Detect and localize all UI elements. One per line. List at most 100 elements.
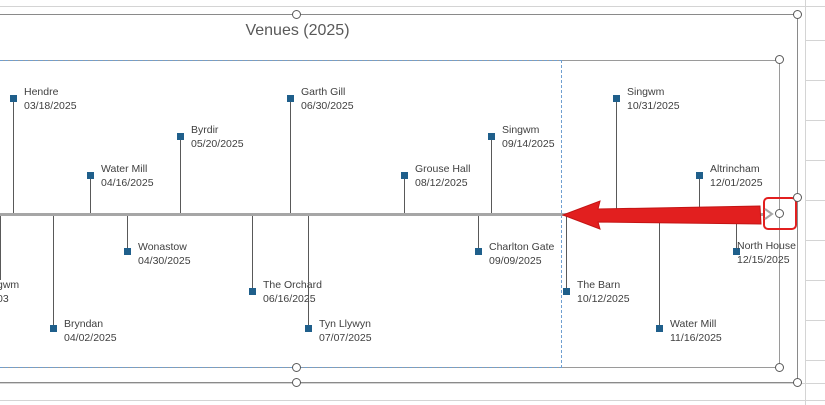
event-name: Charlton Gate xyxy=(489,241,555,253)
event-marker[interactable] xyxy=(305,325,312,332)
event-name: Garth Gill xyxy=(301,86,346,98)
arrow-left-icon xyxy=(561,200,762,230)
event-date: 09/09/2025 xyxy=(489,255,542,267)
event-marker[interactable] xyxy=(401,172,408,179)
event-stem xyxy=(308,216,309,329)
event-name: North House xyxy=(737,240,796,252)
event-stem xyxy=(736,216,737,252)
event-marker[interactable] xyxy=(287,95,294,102)
event-stem xyxy=(566,216,567,292)
event-stem xyxy=(404,176,405,213)
event-date: 06/16/2025 xyxy=(263,293,316,305)
event-date: 11/16/2025 xyxy=(670,332,722,344)
event-name: Bryndan xyxy=(64,318,104,330)
event-name: gwm xyxy=(0,279,20,291)
event-label[interactable]: Hendre 03/18/2025 xyxy=(24,85,77,113)
event-marker[interactable] xyxy=(124,248,131,255)
event-marker[interactable] xyxy=(613,95,620,102)
event-stem xyxy=(53,216,54,329)
event-label[interactable]: Altrincham 12/01/2025 xyxy=(710,162,763,190)
event-marker[interactable] xyxy=(87,172,94,179)
event-name: Byrdir xyxy=(191,124,219,136)
event-marker[interactable] xyxy=(563,288,570,295)
event-name: Wonastow xyxy=(138,241,187,253)
event-date: 10/31/2025 xyxy=(627,100,680,112)
event-marker[interactable] xyxy=(177,133,184,140)
plot-resize-handle[interactable] xyxy=(775,55,784,64)
event-stem xyxy=(699,176,700,213)
event-marker[interactable] xyxy=(475,248,482,255)
event-label[interactable]: Garth Gill 06/30/2025 xyxy=(301,85,354,113)
event-name: Grouse Hall xyxy=(415,163,471,175)
event-name: Hendre xyxy=(24,86,59,98)
event-date: 03 xyxy=(0,293,9,305)
event-label[interactable]: Water Mill 04/16/2025 xyxy=(101,162,154,190)
event-date: 12/01/2025 xyxy=(710,177,763,189)
event-stem xyxy=(290,98,291,213)
event-marker[interactable] xyxy=(733,248,740,255)
event-stem xyxy=(90,176,91,213)
event-label[interactable]: Charlton Gate 09/09/2025 xyxy=(489,240,554,268)
event-date: 10/12/2025 xyxy=(577,293,630,305)
event-stem xyxy=(491,137,492,213)
chart-resize-handle[interactable] xyxy=(793,10,802,19)
event-date: 04/30/2025 xyxy=(138,255,191,267)
chevron-right-icon xyxy=(764,208,774,220)
event-date: 06/30/2025 xyxy=(301,100,354,112)
event-marker[interactable] xyxy=(249,288,256,295)
event-marker[interactable] xyxy=(696,172,703,179)
event-label[interactable]: The Orchard 06/16/2025 xyxy=(263,278,322,306)
event-marker[interactable] xyxy=(50,325,57,332)
chart-area[interactable] xyxy=(0,14,798,383)
highlight-box xyxy=(763,197,797,230)
event-marker[interactable] xyxy=(488,133,495,140)
event-stem xyxy=(252,216,253,292)
event-name: The Orchard xyxy=(263,279,322,291)
chart-resize-handle[interactable] xyxy=(292,10,301,19)
event-name: Singwm xyxy=(627,86,665,98)
event-label[interactable]: Byrdir 05/20/2025 xyxy=(191,123,244,151)
event-label[interactable]: Water Mill 11/16/2025 xyxy=(670,317,722,345)
event-date: 04/16/2025 xyxy=(101,177,154,189)
event-date: 05/20/2025 xyxy=(191,138,244,150)
axis-endpoint-handle[interactable] xyxy=(775,209,784,218)
event-date: 03/18/2025 xyxy=(24,100,77,112)
event-label[interactable]: Singwm 10/31/2025 xyxy=(627,85,680,113)
timeline-axis[interactable] xyxy=(0,213,765,216)
event-date: 04/02/2025 xyxy=(64,332,117,344)
event-name: Water Mill xyxy=(670,318,717,330)
event-label[interactable]: Bryndan 04/02/2025 xyxy=(64,317,117,345)
plot-resize-handle[interactable] xyxy=(292,363,301,372)
chart-resize-handle[interactable] xyxy=(292,378,301,387)
event-label[interactable]: Singwm 09/14/2025 xyxy=(502,123,555,151)
event-label[interactable]: Grouse Hall 08/12/2025 xyxy=(415,162,470,190)
event-label[interactable]: Tyn Llywyn 07/07/2025 xyxy=(319,317,372,345)
event-name: Water Mill xyxy=(101,163,148,175)
event-stem xyxy=(616,98,617,213)
event-date: 12/15/2025 xyxy=(737,254,790,266)
event-name: The Barn xyxy=(577,279,621,291)
event-stem xyxy=(127,216,128,252)
event-label[interactable]: North House 12/15/2025 xyxy=(737,239,796,267)
event-stem xyxy=(478,216,479,252)
event-date: 08/12/2025 xyxy=(415,177,468,189)
event-label[interactable]: The Barn 10/12/2025 xyxy=(577,278,630,306)
chart-resize-handle[interactable] xyxy=(793,193,802,202)
event-date: 09/14/2025 xyxy=(502,138,555,150)
event-marker[interactable] xyxy=(10,95,17,102)
event-label[interactable]: Wonastow 04/30/2025 xyxy=(138,240,191,268)
event-stem xyxy=(180,137,181,213)
chart-resize-handle[interactable] xyxy=(793,378,802,387)
event-name: Tyn Llywyn xyxy=(319,318,371,330)
event-marker[interactable] xyxy=(656,325,663,332)
event-stem xyxy=(0,216,1,280)
event-name: Altrincham xyxy=(710,163,760,175)
event-label[interactable]: gwm 03 xyxy=(0,278,19,306)
event-stem xyxy=(13,98,14,213)
event-name: Singwm xyxy=(502,124,540,136)
event-date: 07/07/2025 xyxy=(319,332,372,344)
chart-title[interactable]: Venues (2025) xyxy=(245,22,350,39)
event-stem xyxy=(659,216,660,329)
plot-resize-handle[interactable] xyxy=(775,363,784,372)
